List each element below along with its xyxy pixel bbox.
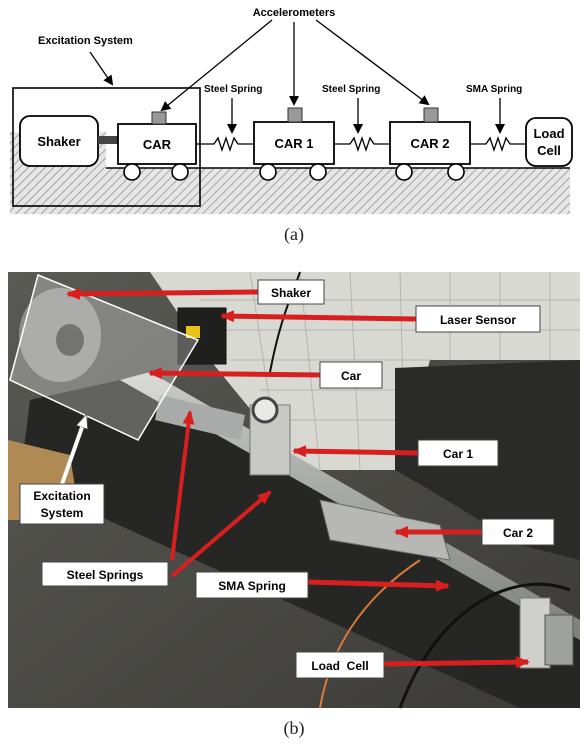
label-car1: Car 1 <box>418 440 498 466</box>
ground-hatch-low <box>10 168 570 214</box>
label-sma-spring: SMA Spring <box>196 572 308 598</box>
load-cell-label-line2: Cell <box>537 143 561 158</box>
label-car: Car <box>320 362 382 388</box>
svg-text:Laser Sensor: Laser Sensor <box>440 313 516 327</box>
car2-accelerometer <box>424 108 438 122</box>
car1-label: CAR 1 <box>274 136 313 151</box>
car2-wheel-left <box>396 164 412 180</box>
label-load-cell: Load Cell <box>296 652 384 678</box>
label-shaker: Shaker <box>258 280 324 304</box>
sma-spring-label: SMA Spring <box>466 84 522 95</box>
svg-text:Car 2: Car 2 <box>503 526 533 540</box>
svg-text:System: System <box>41 506 84 520</box>
label-excitation-system: Excitation System <box>20 484 104 524</box>
car-wheel-right <box>172 164 188 180</box>
svg-text:Car: Car <box>341 369 361 383</box>
car-label: CAR <box>143 137 172 152</box>
svg-text:SMA Spring: SMA Spring <box>218 579 286 593</box>
steel-spring-1-label: Steel Spring <box>204 84 262 95</box>
laser-sensor-arrow <box>222 316 416 319</box>
svg-text:Load Cell: Load Cell <box>311 659 368 673</box>
steel-spring-2-label: Steel Spring <box>322 84 380 95</box>
steel-spring-1 <box>196 138 254 150</box>
car-wheel-left <box>124 164 140 180</box>
car1-arrow <box>294 451 418 453</box>
car2-wheel-right <box>448 164 464 180</box>
car1-accelerometer <box>288 108 302 122</box>
label-steel-springs: Steel Springs <box>42 562 168 586</box>
shaker-arrow <box>68 292 258 294</box>
load-cell-arrow <box>384 662 528 664</box>
car1-wheel-left <box>260 164 276 180</box>
label-laser-sensor: Laser Sensor <box>416 306 540 332</box>
load-cell-device <box>545 615 573 665</box>
accel-arrow-car <box>162 20 272 110</box>
caption-b: (b) <box>284 718 305 739</box>
steel-spring-2 <box>334 138 390 150</box>
photo-panel: Shaker Laser Sensor Car Car 1 Car 2 Exci… <box>8 272 580 708</box>
car2-label: CAR 2 <box>410 136 449 151</box>
shaker-label: Shaker <box>37 134 80 149</box>
label-car2: Car 2 <box>482 519 554 545</box>
svg-text:Excitation: Excitation <box>33 489 90 503</box>
sma-spring <box>470 138 526 150</box>
car-arrow <box>150 373 320 375</box>
svg-text:Car 1: Car 1 <box>443 447 473 461</box>
car1-roller <box>253 398 277 422</box>
load-cell-label-line1: Load <box>533 126 564 141</box>
svg-text:Shaker: Shaker <box>271 286 311 300</box>
schematic-diagram: Shaker CAR CAR 1 CAR 2 Load Cell Acceler… <box>10 7 572 245</box>
excitation-arrow <box>90 52 112 84</box>
svg-text:Steel Springs: Steel Springs <box>67 568 144 582</box>
shaker-rod <box>98 136 118 144</box>
car-accelerometer <box>152 112 166 124</box>
accelerometers-label: Accelerometers <box>253 7 336 19</box>
excitation-system-label: Excitation System <box>38 35 133 47</box>
caption-a: (a) <box>284 224 304 245</box>
car1-wheel-right <box>310 164 326 180</box>
